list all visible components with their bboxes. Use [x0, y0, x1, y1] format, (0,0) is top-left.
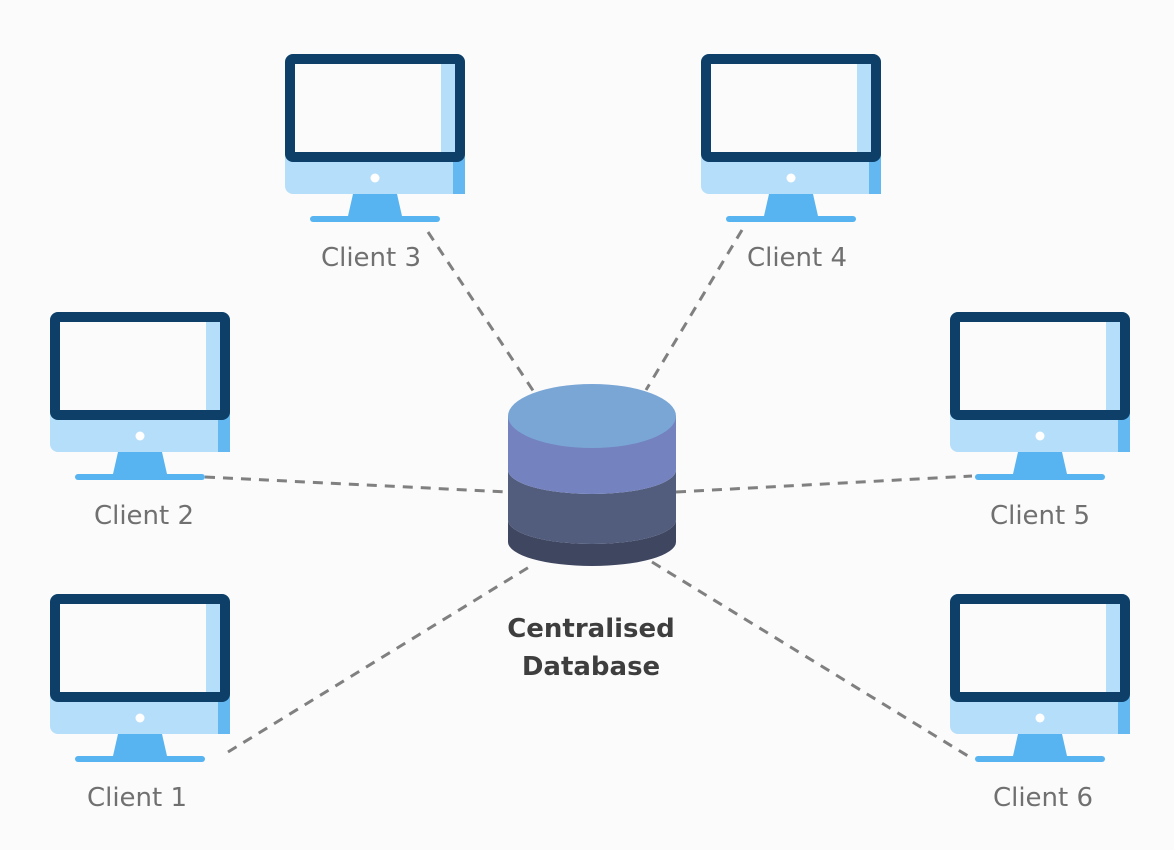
connector-client-5 — [675, 474, 973, 494]
client-6-monitor-icon — [950, 594, 1130, 764]
client-3-monitor-icon — [285, 54, 465, 224]
database-icon — [506, 382, 678, 574]
client-1-monitor-icon — [50, 594, 230, 764]
connector-client-1 — [227, 562, 535, 754]
database-label: Centralised Database — [441, 610, 741, 686]
client-4-monitor-icon — [701, 54, 881, 224]
client-5-label: Client 5 — [989, 501, 1091, 531]
client-5-monitor-icon — [950, 312, 1130, 482]
client-6-label: Client 6 — [992, 783, 1094, 813]
client-1-label: Client 1 — [86, 783, 188, 813]
database-label-line-2: Database — [521, 652, 661, 682]
connector-client-2 — [204, 475, 509, 494]
client-3-label: Client 3 — [320, 243, 422, 273]
connector-client-4 — [644, 229, 744, 391]
client-4-label: Client 4 — [746, 243, 848, 273]
database-label-line-1: Centralised — [507, 614, 675, 644]
connector-client-6 — [651, 560, 969, 758]
client-2-label: Client 2 — [93, 501, 195, 531]
client-2-monitor-icon — [50, 312, 230, 482]
connector-client-3 — [426, 231, 536, 393]
